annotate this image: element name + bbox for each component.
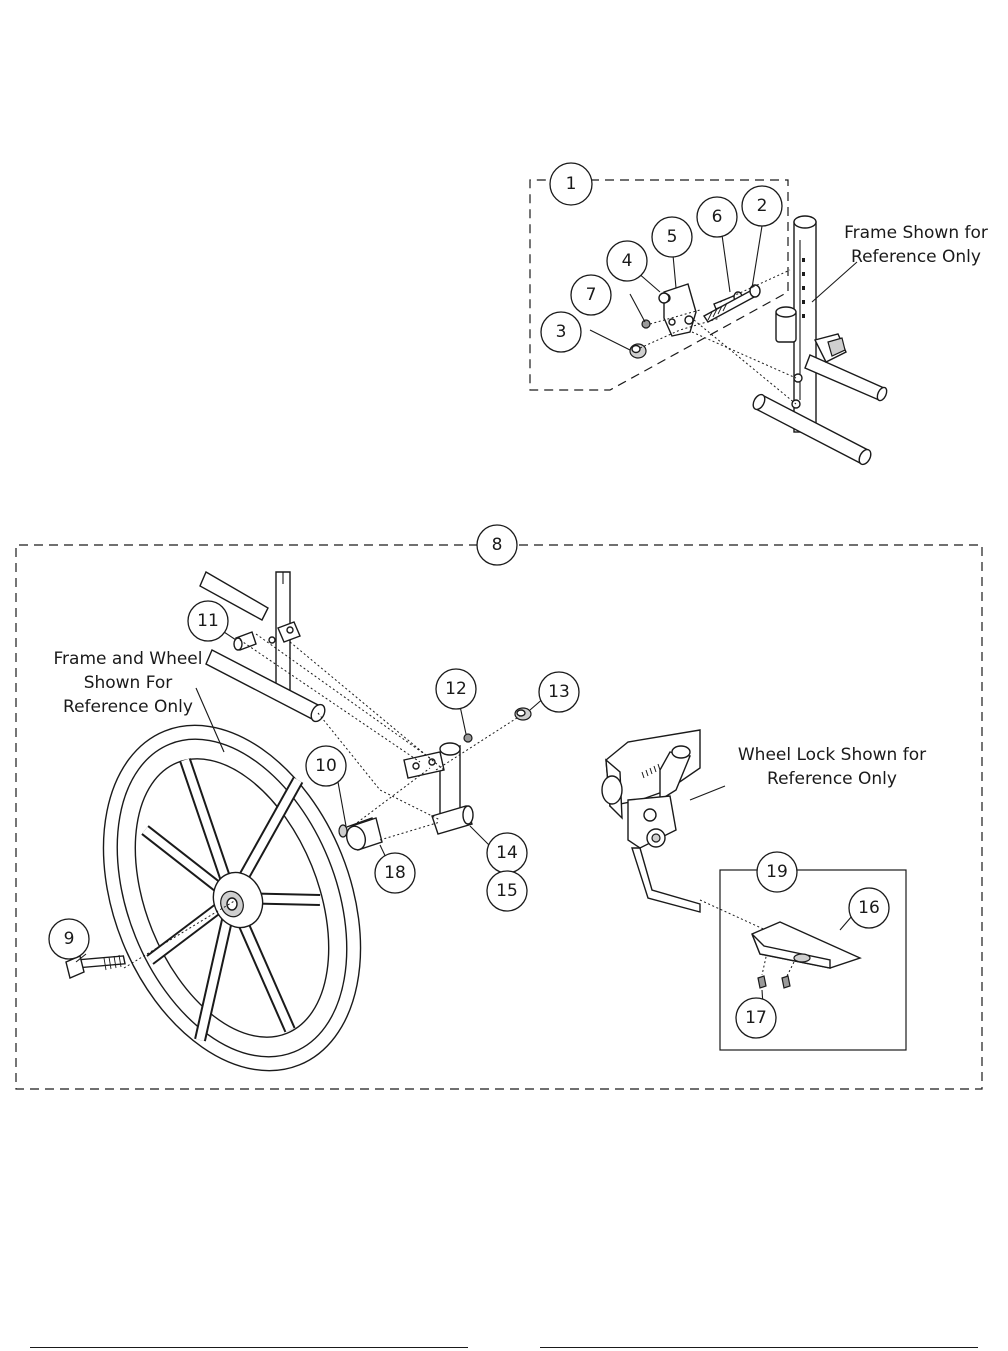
svg-text:11: 11 — [197, 611, 219, 631]
callout-2: 2 — [741, 185, 783, 227]
callout-16: 16 — [848, 887, 890, 929]
note-wheel-lock-reference: Wheel Lock Shown for Reference Only — [738, 745, 926, 789]
svg-text:Reference Only: Reference Only — [63, 697, 193, 717]
svg-text:12: 12 — [445, 679, 467, 699]
svg-text:14: 14 — [496, 843, 518, 863]
top-assembly: 1 2 6 5 4 7 3 Frame Shown for Reference — [529, 162, 988, 466]
svg-text:16: 16 — [858, 898, 880, 918]
svg-text:10: 10 — [315, 756, 337, 776]
svg-text:9: 9 — [64, 929, 75, 949]
svg-text:18: 18 — [384, 863, 406, 883]
svg-text:6: 6 — [712, 207, 723, 227]
svg-text:2: 2 — [757, 196, 768, 216]
callout-8: 8 — [476, 524, 518, 566]
svg-text:Frame and Wheel: Frame and Wheel — [54, 649, 203, 669]
group-19-boundary — [719, 869, 907, 1051]
part-2-bolt — [702, 284, 761, 323]
note-frame-wheel-reference: Frame and Wheel Shown For Reference Only — [54, 649, 203, 717]
reference-wheel-lock — [601, 729, 701, 913]
svg-text:5: 5 — [667, 227, 678, 247]
callout-5: 5 — [651, 216, 693, 258]
svg-text:13: 13 — [548, 682, 570, 702]
callout-19: 19 — [756, 851, 798, 893]
svg-text:4: 4 — [622, 251, 633, 271]
svg-text:17: 17 — [745, 1008, 767, 1028]
part-13-locknut — [514, 707, 532, 721]
part-14-15-axle-mount — [403, 742, 474, 835]
callout-11: 11 — [187, 600, 229, 642]
footer-rule-left — [30, 1347, 468, 1348]
part-4-washer — [658, 292, 670, 304]
callout-3: 3 — [540, 311, 582, 353]
callout-1: 1 — [549, 162, 593, 206]
svg-text:1: 1 — [566, 174, 577, 194]
group-1-boundary — [529, 179, 789, 391]
callout-6: 6 — [696, 196, 738, 238]
svg-text:Reference Only: Reference Only — [851, 247, 981, 267]
svg-text:Frame Shown for: Frame Shown for — [844, 223, 988, 243]
svg-text:Wheel Lock Shown for: Wheel Lock Shown for — [738, 745, 926, 765]
callout-17: 17 — [735, 997, 777, 1039]
reference-frame-bottom — [199, 570, 326, 723]
part-3-locknut — [629, 343, 647, 359]
part-7-nut — [641, 319, 651, 329]
callout-9: 9 — [48, 918, 90, 960]
callout-12: 12 — [435, 668, 477, 710]
reference-wheel — [102, 724, 362, 1072]
callout-7: 7 — [570, 274, 612, 316]
callout-10: 10 — [305, 745, 347, 787]
callout-14: 14 — [486, 832, 528, 874]
part-18-bushing — [345, 817, 383, 851]
part-17-screws — [757, 975, 791, 989]
group-8-boundary — [15, 544, 983, 1090]
part-5-bracket — [661, 283, 697, 337]
callout-15: 15 — [486, 870, 528, 912]
footer-rule-right — [540, 1347, 978, 1348]
svg-text:8: 8 — [492, 535, 503, 555]
svg-text:7: 7 — [586, 285, 597, 305]
reference-frame-top — [752, 215, 888, 466]
note-frame-reference: Frame Shown for Reference Only — [844, 223, 988, 267]
callout-13: 13 — [538, 671, 580, 713]
svg-text:3: 3 — [556, 322, 567, 342]
part-12-nut — [463, 733, 473, 743]
callout-4: 4 — [606, 240, 648, 282]
part-11-spacer — [233, 631, 257, 651]
svg-text:15: 15 — [496, 881, 518, 901]
part-16-brake-pad — [751, 921, 862, 969]
svg-text:19: 19 — [766, 862, 788, 882]
bottom-assembly: 8 — [15, 524, 983, 1090]
callout-18: 18 — [374, 852, 416, 894]
svg-text:Shown For: Shown For — [84, 673, 173, 693]
svg-text:Reference Only: Reference Only — [767, 769, 897, 789]
